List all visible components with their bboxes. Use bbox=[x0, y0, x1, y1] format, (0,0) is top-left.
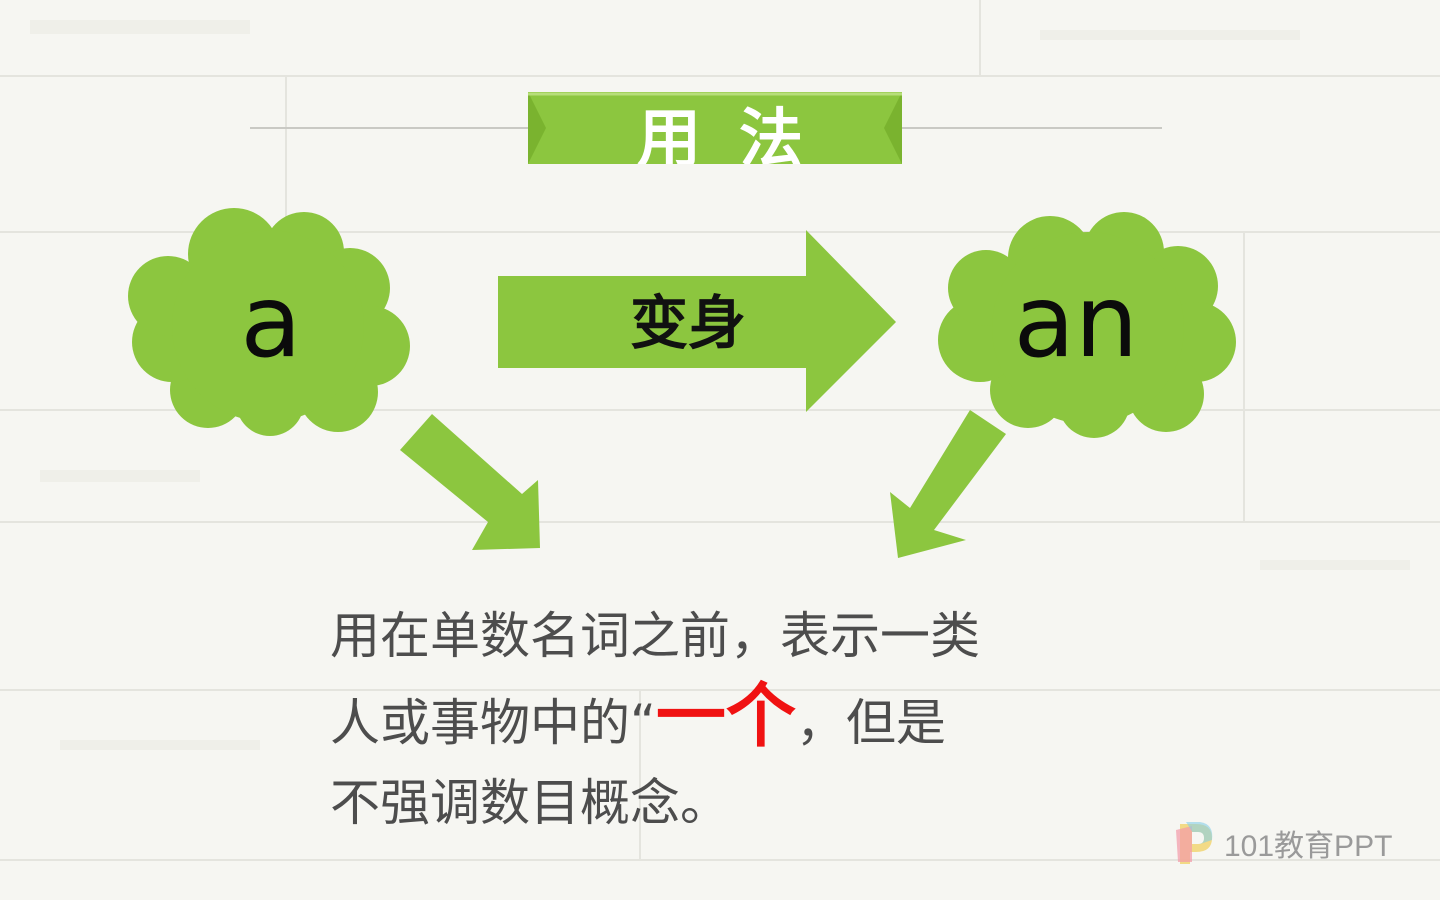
transform-arrow-shape bbox=[498, 230, 896, 412]
left-down-arrow-shape bbox=[400, 414, 540, 550]
usage-description: 用在单数名词之前，表示一类 人或事物中的“一个，但是 不强调数目概念。 bbox=[330, 596, 1090, 843]
description-line-2: 人或事物中的“一个，但是 bbox=[330, 676, 1090, 763]
page-title: 用法 bbox=[637, 103, 841, 164]
description-line-2-end: ，但是 bbox=[795, 694, 946, 752]
brand-p-icon bbox=[1176, 822, 1213, 864]
transform-arrow-label: 变身 bbox=[629, 289, 746, 357]
right-cloud-word: an bbox=[1013, 263, 1139, 380]
brand-logo: 101教育PPT bbox=[1172, 818, 1392, 868]
right-cloud-shape bbox=[938, 212, 1236, 438]
emphasis-word: 一个 bbox=[655, 675, 796, 757]
description-line-3: 不强调数目概念。 bbox=[330, 774, 730, 832]
brand-logo-text: 101教育PPT bbox=[1224, 830, 1393, 863]
title-line-right bbox=[900, 127, 1162, 129]
description-line-1: 用在单数名词之前，表示一类 bbox=[330, 607, 980, 665]
right-down-arrow-shape bbox=[890, 410, 1006, 558]
title-line-left bbox=[250, 127, 530, 129]
left-cloud-word: a bbox=[240, 263, 302, 380]
description-line-2-start: 人或事物中的“ bbox=[330, 694, 656, 752]
title-banner bbox=[528, 92, 902, 164]
left-cloud-shape bbox=[128, 208, 410, 436]
